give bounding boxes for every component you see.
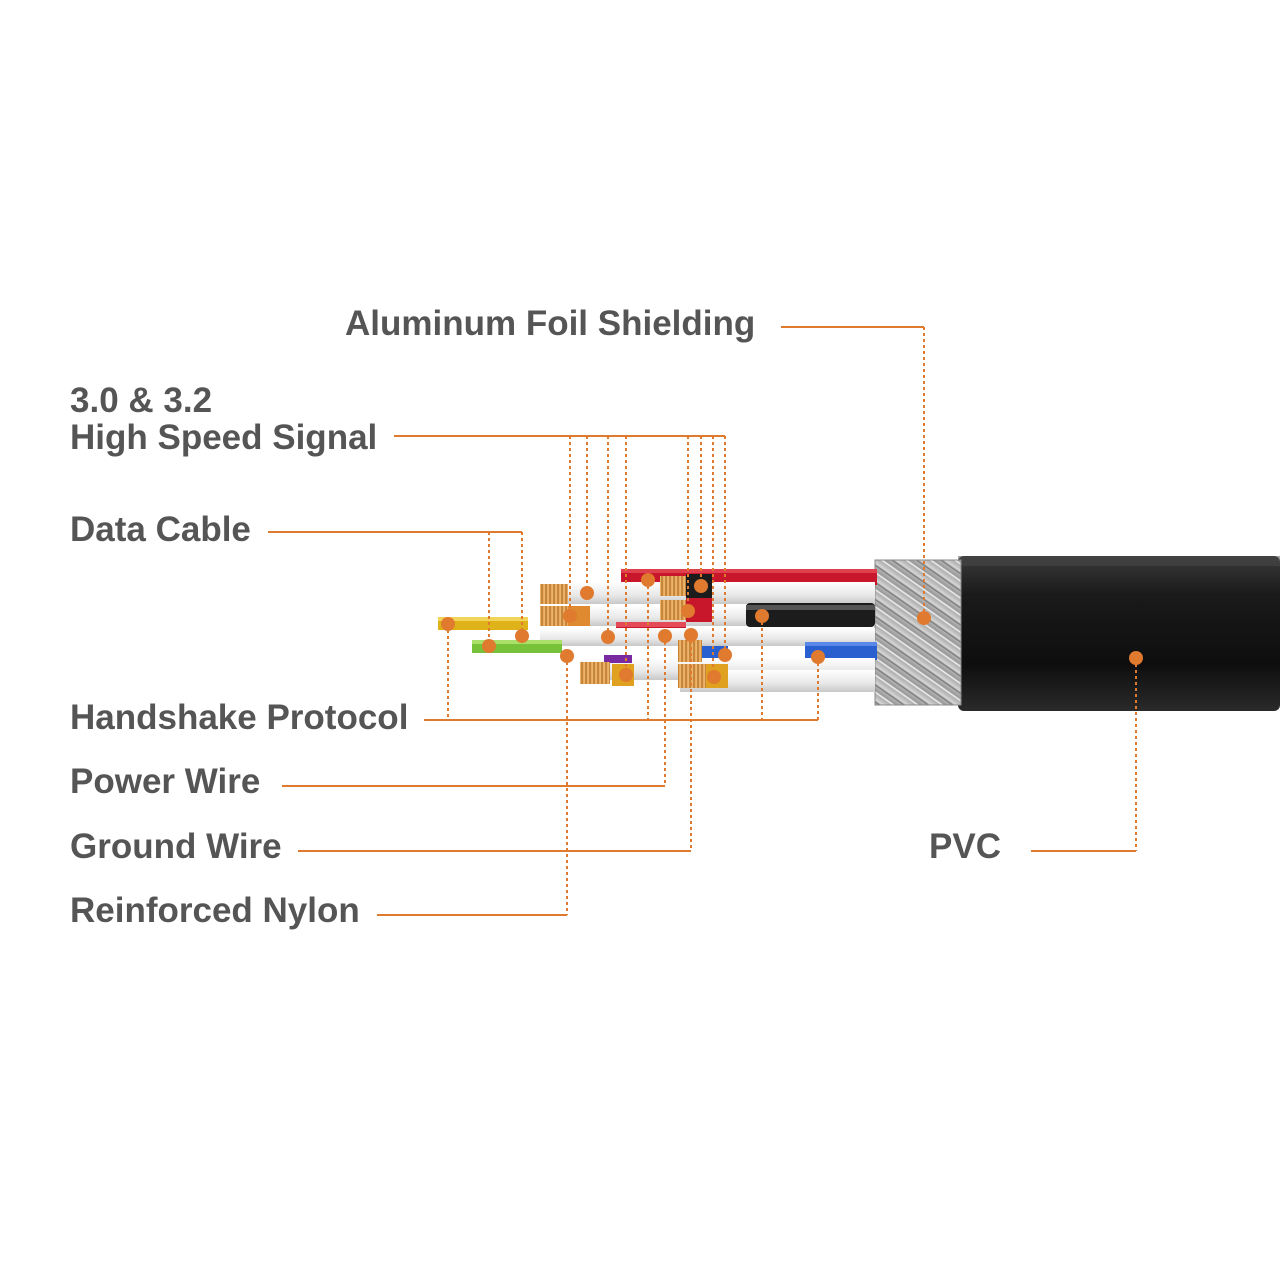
- aluminum-foil-braid: [875, 560, 961, 705]
- dot-high-speed-4: [619, 668, 633, 682]
- label-handshake-protocol: Handshake Protocol: [70, 698, 409, 737]
- dot-high-speed-6: [681, 604, 695, 618]
- dot-ground-wire: [684, 628, 698, 642]
- leader-lines: [268, 326, 1137, 916]
- label-data-cable: Data Cable: [70, 510, 251, 549]
- label-ground-wire: Ground Wire: [70, 827, 282, 866]
- dot-high-speed-7: [718, 648, 732, 662]
- dot-handshake-4: [811, 650, 825, 664]
- marker-dots: [441, 573, 1143, 684]
- cable-body: [438, 556, 1280, 711]
- dot-high-speed-5: [694, 579, 708, 593]
- dot-handshake-2: [641, 573, 655, 587]
- dot-handshake-1: [441, 617, 455, 631]
- pvc-jacket: [958, 556, 1280, 711]
- dot-pvc: [1129, 651, 1143, 665]
- dot-data-cable-2: [482, 639, 496, 653]
- dot-high-speed-2: [563, 609, 577, 623]
- dot-high-speed-8: [707, 670, 721, 684]
- dot-high-speed-3: [601, 630, 615, 644]
- dot-high-speed-1: [580, 586, 594, 600]
- dot-data-cable-1: [515, 629, 529, 643]
- label-power-wire: Power Wire: [70, 762, 261, 801]
- dot-reinforced-nylon: [560, 649, 574, 663]
- label-aluminum-foil-shielding: Aluminum Foil Shielding: [345, 304, 756, 343]
- label-high-speed-line2: High Speed Signal: [70, 418, 378, 457]
- inner-wires: [438, 569, 877, 692]
- label-reinforced-nylon: Reinforced Nylon: [70, 891, 360, 930]
- dot-handshake-3: [755, 609, 769, 623]
- dot-power-wire: [658, 629, 672, 643]
- dot-aluminum-foil: [917, 611, 931, 625]
- label-high-speed-line1: 3.0 & 3.2: [70, 381, 213, 420]
- label-pvc: PVC: [929, 827, 1001, 866]
